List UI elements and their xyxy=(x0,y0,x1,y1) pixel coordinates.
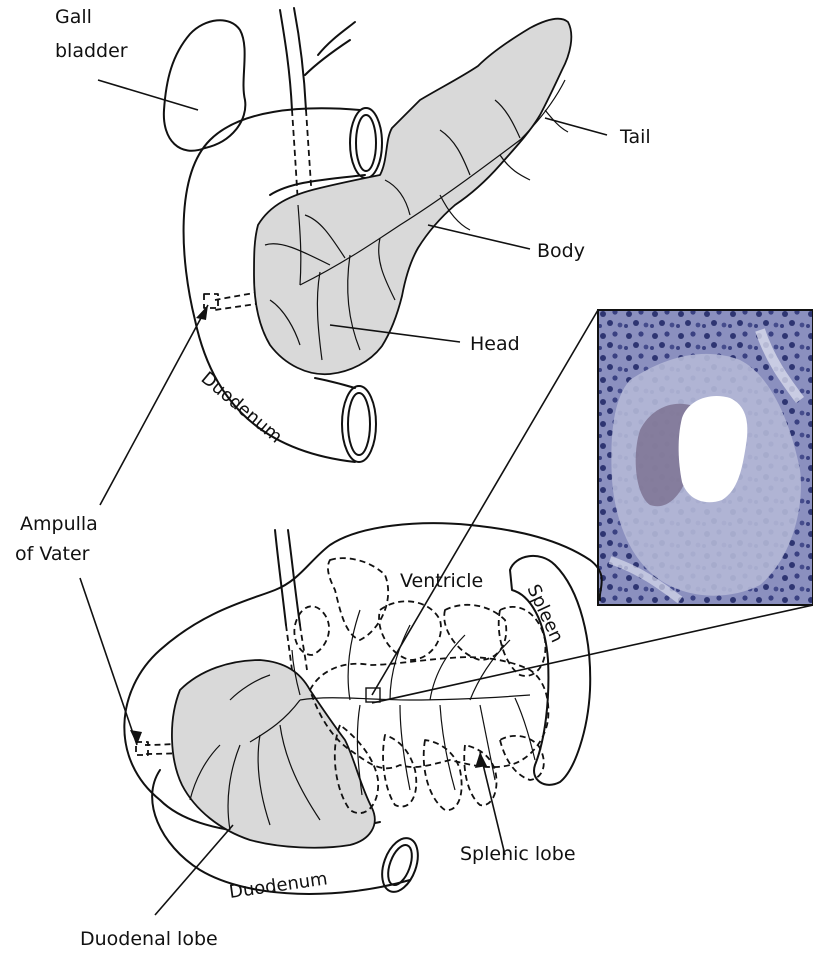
ampulla-label: Ampulla xyxy=(20,513,98,535)
ampulla-label-2: of Vater xyxy=(15,543,90,565)
head-label: Head xyxy=(470,333,520,355)
splenic-lobe-label: Splenic lobe xyxy=(460,843,576,865)
duodenum-bottom-label: Duodenum xyxy=(228,868,329,903)
duodenum-top-label: Duodenum xyxy=(197,368,286,448)
top-pancreas-drawing: Gall bladder Tail Body Head Duodenum xyxy=(55,6,651,462)
tail-label: Tail xyxy=(619,126,651,148)
histology-inset xyxy=(598,310,813,605)
body-label: Body xyxy=(537,240,585,262)
gall-bladder-shape xyxy=(164,20,246,151)
bottom-pancreas-drawing: Ventricle Spleen Splenic lobe Duodenum D… xyxy=(80,523,602,950)
gall-bladder-label: Gall xyxy=(55,6,92,28)
top-pancreas-tissue xyxy=(254,19,571,375)
arrow-up-icon xyxy=(196,305,208,320)
duodenal-lobe-tissue xyxy=(172,660,375,848)
gall-bladder-label-2: bladder xyxy=(55,40,128,62)
ventricle-label: Ventricle xyxy=(400,570,483,592)
ampulla-annotation: Ampulla of Vater xyxy=(15,305,208,745)
arrow-splenic-icon xyxy=(475,752,487,768)
duodenal-lobe-label: Duodenal lobe xyxy=(80,928,218,950)
